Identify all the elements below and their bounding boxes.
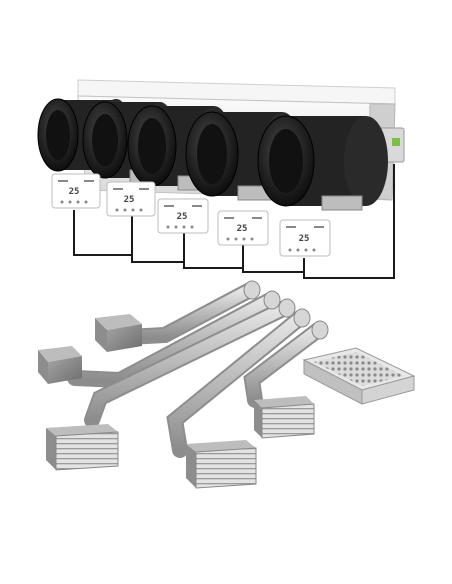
supply-grille-1	[46, 424, 119, 471]
control-box-led	[392, 138, 400, 146]
thermostat-1: 25	[51, 173, 101, 209]
plenum-unit	[37, 79, 405, 211]
thermostat-temperature: 25	[124, 195, 135, 205]
thermostat-3: 25	[157, 198, 209, 234]
damper-5	[257, 115, 388, 211]
thermostat-temperature: 25	[237, 224, 248, 234]
return-grille	[302, 347, 416, 405]
duct-collars	[243, 280, 329, 340]
thermostat-4: 25	[217, 210, 269, 246]
flex-ducts	[67, 282, 326, 458]
wire-2	[131, 232, 185, 263]
supply-grille-3	[254, 396, 315, 439]
thermostat-temperature: 25	[69, 187, 80, 197]
plenum-box-2	[38, 346, 82, 384]
supply-grille-2	[186, 440, 257, 489]
thermostat-temperature: 25	[299, 234, 310, 244]
thermostat-2: 25	[106, 181, 156, 217]
control-wiring	[73, 164, 395, 279]
wire-3	[183, 243, 244, 269]
wire-1	[73, 210, 133, 256]
duct-kit	[38, 280, 416, 489]
plenum-box-1	[95, 314, 142, 352]
wire-4	[242, 258, 305, 273]
wire-5	[303, 164, 395, 279]
thermostat-5: 25	[279, 219, 331, 257]
thermostat-temperature: 25	[177, 212, 188, 222]
